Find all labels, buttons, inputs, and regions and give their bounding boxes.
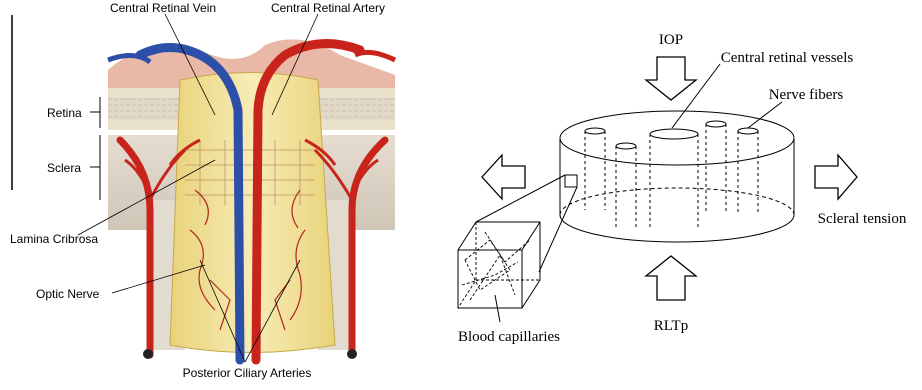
inner-tubes <box>585 121 758 228</box>
ciliary-artery-left-end <box>143 349 153 359</box>
label-central-retinal-vein: Central Retinal Vein <box>110 1 216 15</box>
label-central-retinal-artery: Central Retinal Artery <box>271 1 385 15</box>
label-scleral-tension: Scleral tension <box>818 211 907 227</box>
zoom-line-bottom <box>539 187 577 272</box>
capillary-cube <box>458 222 540 308</box>
label-nerve-fibers: Nerve fibers <box>769 87 844 103</box>
artery-branch <box>355 52 395 60</box>
label-optic-nerve: Optic Nerve <box>36 287 100 301</box>
scleral-tension-arrow-left <box>482 155 525 199</box>
label-blood-capillaries: Blood capillaries <box>458 329 560 345</box>
label-lamina-cribrosa: Lamina Cribrosa <box>10 232 98 246</box>
label-sclera: Sclera <box>47 161 81 175</box>
tissue-cylinder <box>560 111 794 242</box>
anatomy-illustration: Central Retinal Vein Central Retinal Art… <box>10 1 395 380</box>
label-iop: IOP <box>659 32 683 48</box>
label-retina: Retina <box>47 106 82 120</box>
ciliary-artery-right-end <box>347 349 357 359</box>
zoom-source-box <box>565 175 577 187</box>
label-posterior-ciliary-arteries: Posterior Ciliary Arteries <box>183 366 312 380</box>
scleral-tension-arrow-right <box>815 155 857 199</box>
label-central-retinal-vessels: Central retinal vessels <box>721 50 854 66</box>
label-rltp: RLTp <box>654 318 688 334</box>
sclera-bracket <box>90 135 100 200</box>
retina-bracket <box>90 97 100 128</box>
rltp-arrow <box>646 256 696 300</box>
iop-arrow <box>646 57 696 100</box>
